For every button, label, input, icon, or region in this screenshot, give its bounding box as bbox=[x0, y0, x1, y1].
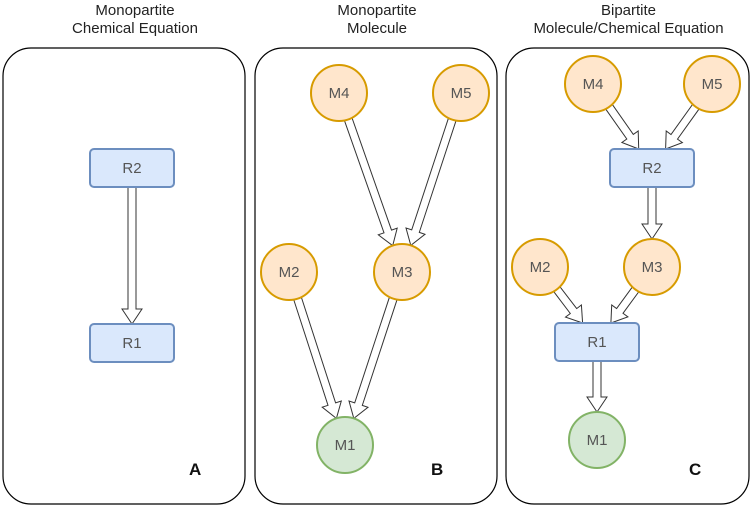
panel-a-title-line2: Chemical Equation bbox=[72, 20, 198, 37]
node-label: M2 bbox=[279, 264, 300, 281]
molecule-circle bbox=[310, 64, 368, 122]
panel-b-title-line1: Monopartite bbox=[337, 2, 417, 19]
product-circle bbox=[316, 416, 374, 474]
node-label: M5 bbox=[451, 85, 472, 102]
panel-b-letter: B bbox=[431, 460, 443, 479]
edge-c-m5-to-r2 bbox=[665, 103, 700, 150]
edge-b-m5-to-m3 bbox=[405, 117, 457, 247]
node-c-r2: R2 bbox=[609, 148, 695, 188]
edge-a-r2-to-r1 bbox=[121, 186, 143, 325]
node-c-r1: R1 bbox=[554, 322, 640, 362]
node-label: R1 bbox=[587, 334, 606, 351]
node-b-m1: M1 bbox=[316, 416, 374, 474]
molecule-circle bbox=[564, 55, 622, 113]
node-c-m5: M5 bbox=[683, 55, 741, 113]
node-b-m2: M2 bbox=[260, 243, 318, 301]
edge-b-m3-to-m1 bbox=[348, 296, 398, 420]
node-label: M1 bbox=[335, 437, 356, 454]
molecule-circle bbox=[432, 64, 490, 122]
edges-layer bbox=[121, 103, 700, 420]
panel-c-title-line2: Molecule/Chemical Equation bbox=[533, 20, 724, 37]
node-label: R2 bbox=[642, 160, 661, 177]
edge-b-m4-to-m3 bbox=[343, 117, 398, 247]
node-b-m3: M3 bbox=[373, 243, 431, 301]
node-label: M2 bbox=[530, 259, 551, 276]
reaction-box bbox=[554, 322, 640, 362]
node-c-m4: M4 bbox=[564, 55, 622, 113]
edge-c-r1-to-m1 bbox=[586, 360, 608, 413]
node-label: M3 bbox=[642, 259, 663, 276]
panel-b-frame bbox=[254, 47, 498, 505]
node-c-m2: M2 bbox=[511, 238, 569, 296]
panel-b-title-line2: Molecule bbox=[346, 20, 408, 37]
node-label: M1 bbox=[587, 432, 608, 449]
panel-b-title: Monopartite Molecule bbox=[262, 2, 492, 38]
edge-c-r2-to-m3 bbox=[641, 186, 663, 240]
node-label: M4 bbox=[329, 85, 350, 102]
panel-c-title-line1: Bipartite bbox=[600, 2, 657, 19]
node-c-m3: M3 bbox=[623, 238, 681, 296]
molecule-circle bbox=[373, 243, 431, 301]
node-b-m4: M4 bbox=[310, 64, 368, 122]
node-label: M5 bbox=[702, 76, 723, 93]
node-label: R2 bbox=[122, 160, 141, 177]
panel-a-letter: A bbox=[189, 460, 201, 479]
node-label: M3 bbox=[392, 264, 413, 281]
node-label: R1 bbox=[122, 335, 141, 352]
node-c-m1: M1 bbox=[568, 411, 626, 469]
panel-c-title: Bipartite Molecule/Chemical Equation bbox=[505, 2, 752, 38]
edge-c-m2-to-r1 bbox=[553, 286, 584, 324]
reaction-box bbox=[609, 148, 695, 188]
node-a-r2: R2 bbox=[89, 148, 175, 188]
node-label: M4 bbox=[583, 76, 604, 93]
node-b-m5: M5 bbox=[432, 64, 490, 122]
panel-a-title-line1: Monopartite bbox=[95, 2, 175, 19]
panel-a-title: Monopartite Chemical Equation bbox=[20, 2, 250, 38]
panel-c-letter: C bbox=[689, 460, 701, 479]
reaction-box bbox=[89, 323, 175, 363]
node-a-r1: R1 bbox=[89, 323, 175, 363]
edge-c-m4-to-r2 bbox=[605, 103, 640, 150]
molecule-circle bbox=[623, 238, 681, 296]
panel-c-frame bbox=[505, 47, 750, 505]
edge-b-m2-to-m1 bbox=[293, 296, 343, 420]
product-circle bbox=[568, 411, 626, 469]
panel-a-frame bbox=[2, 47, 246, 505]
molecule-circle bbox=[683, 55, 741, 113]
edge-c-m3-to-r1 bbox=[610, 286, 640, 324]
reaction-box bbox=[89, 148, 175, 188]
molecule-circle bbox=[260, 243, 318, 301]
molecule-circle bbox=[511, 238, 569, 296]
